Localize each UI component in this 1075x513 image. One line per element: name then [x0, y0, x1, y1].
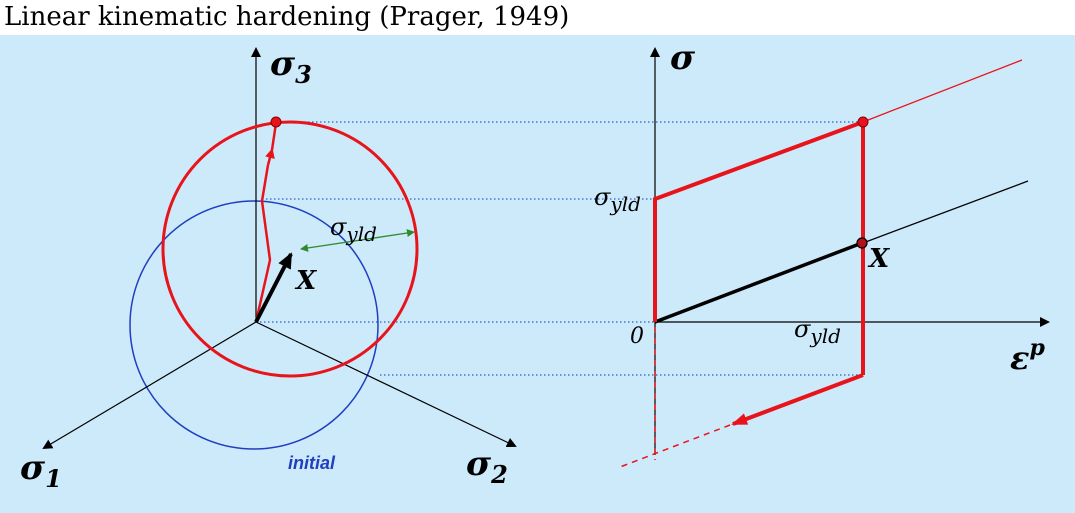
- yield-label-horizontal: σyld: [794, 315, 841, 348]
- stress-path-top: [270, 122, 278, 151]
- diagram-canvas: σ3 σ1 σ2 X σyld initial: [20, 38, 1050, 493]
- principal-stress-diagram: [42, 47, 517, 450]
- radius-arrow: [300, 229, 415, 252]
- yield-label-vertical: σyld: [594, 183, 641, 216]
- backstress-segment: [654, 241, 863, 324]
- initial-label: initial: [288, 453, 336, 473]
- radius-label: σyld: [330, 213, 377, 246]
- backstress-label-left: X: [294, 266, 318, 296]
- axis-sigma3-label: σ3: [270, 44, 312, 89]
- origin-label: 0: [630, 324, 644, 349]
- page-title: Linear kinematic hardening (Prager, 1949…: [4, 2, 570, 32]
- diagram-panel: σ3 σ1 σ2 X σyld initial: [0, 35, 1075, 513]
- dotted-connector-lines: [256, 121, 863, 376]
- backstress-point: [856, 237, 868, 249]
- axis-sigma2-line: [255, 321, 517, 448]
- axis-plastic-strain-label: εp: [1010, 335, 1045, 377]
- initial-yield-circle: [129, 200, 379, 450]
- upper-hardening-line: [862, 59, 1023, 123]
- axis-sigma1-line: [42, 321, 257, 450]
- backstress-label-right: X: [867, 244, 891, 274]
- current-yield-circle: [161, 120, 419, 378]
- reverse-loading-path: [731, 373, 864, 426]
- stress-point-left: [270, 116, 282, 128]
- reverse-continuation-dashed: [619, 424, 731, 468]
- stress-path-arrow: [265, 148, 275, 166]
- backstress-vector: [254, 252, 293, 323]
- backstress-hardening-line: [862, 180, 1029, 244]
- axis-sigma1-label: σ1: [20, 448, 62, 493]
- stress-point-right: [857, 116, 869, 128]
- stress-path: [254, 164, 272, 323]
- axis-sigma-label: σ: [670, 38, 696, 78]
- stress-strain-diagram: [619, 47, 1050, 468]
- axis-sigma2-label: σ2: [466, 444, 508, 489]
